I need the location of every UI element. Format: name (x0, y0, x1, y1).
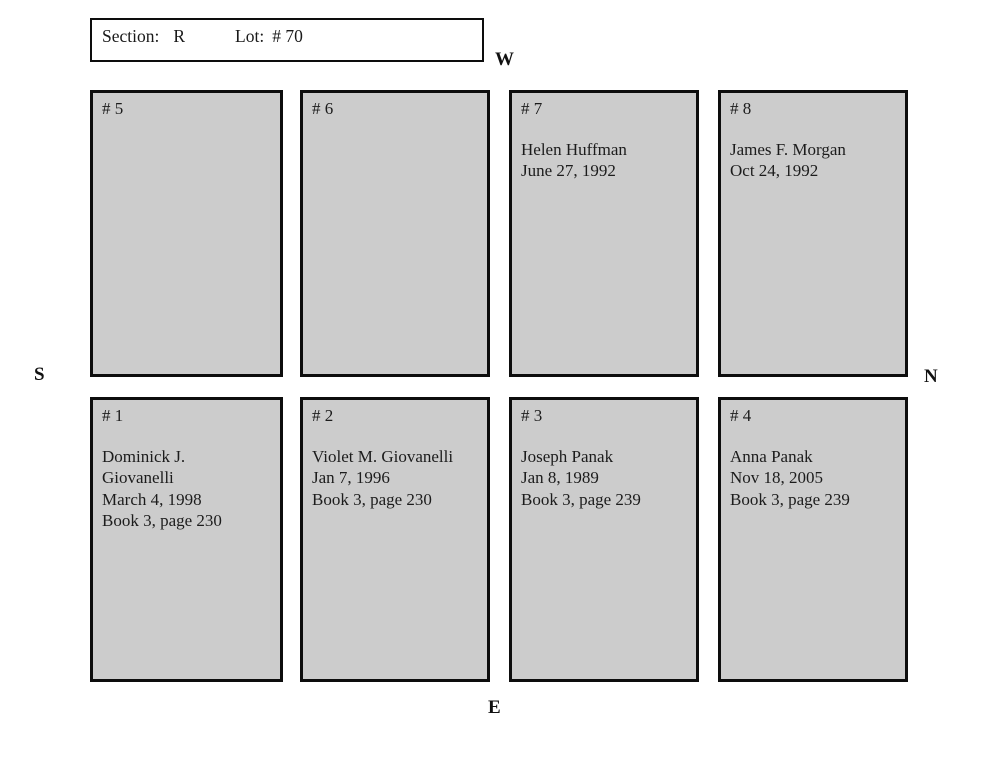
plot-number: # 6 (312, 99, 334, 118)
section-lot-header: Section: R Lot: # 70 (90, 18, 484, 62)
plot-number: # 4 (730, 406, 752, 425)
compass-south-label: S (34, 364, 45, 385)
compass-north-label: N (924, 366, 938, 387)
section-label: Section: (102, 26, 160, 46)
plot-number: # 5 (102, 99, 124, 118)
plot-number: # 8 (730, 99, 752, 118)
lot-value: # 70 (272, 26, 303, 46)
plot-number: # 7 (521, 99, 543, 118)
lot-label: Lot: (235, 26, 265, 46)
compass-east-label: E (488, 697, 501, 718)
section-value: R (173, 26, 186, 46)
compass-west-label: W (495, 49, 514, 70)
plot-number: # 1 (102, 406, 124, 425)
plot-number: # 2 (312, 406, 334, 425)
plot-6: # 6 (300, 90, 490, 377)
plot-number: # 3 (521, 406, 543, 425)
plot-5: # 5 (90, 90, 283, 377)
